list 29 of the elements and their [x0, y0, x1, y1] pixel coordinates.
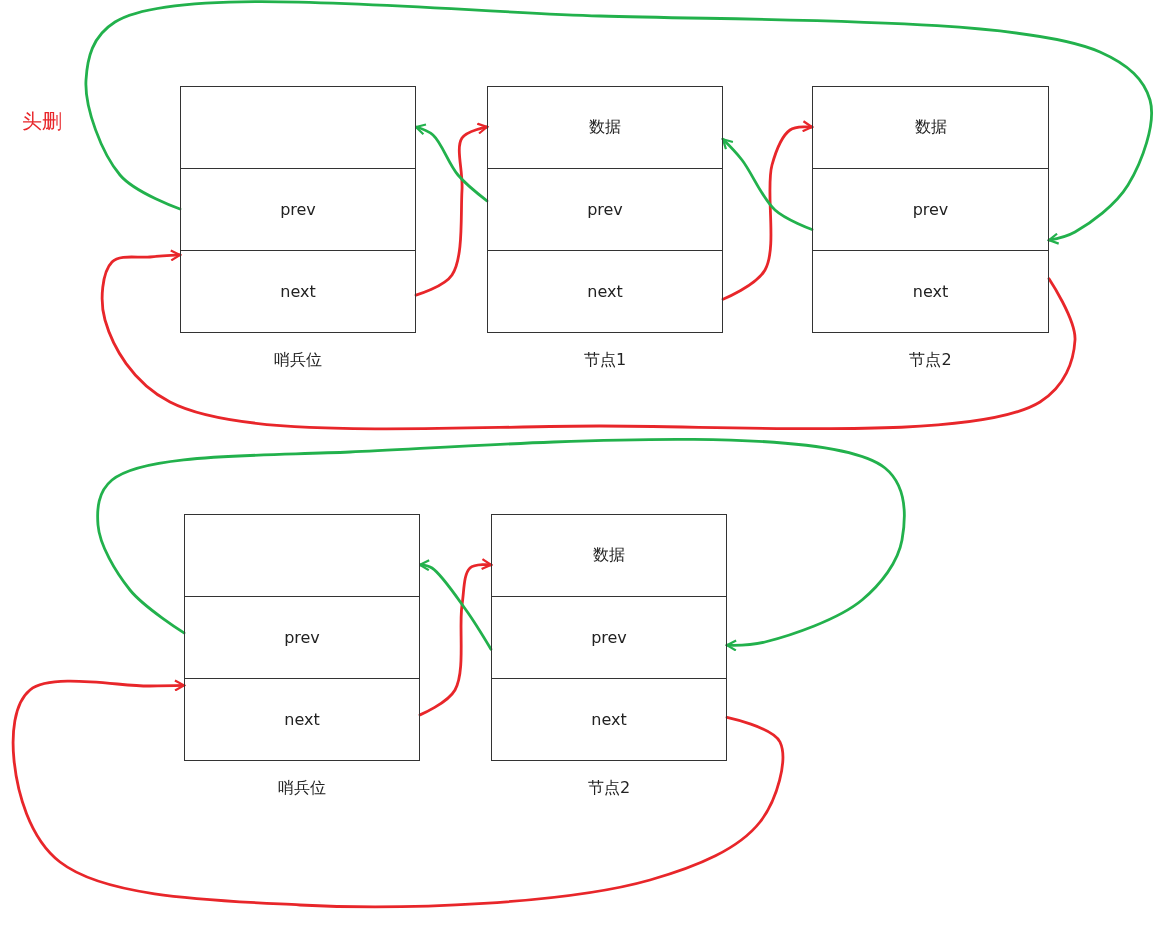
pointer-arrow — [11, 679, 785, 909]
node-caption: 节点2 — [587, 778, 631, 797]
pointer-arrow — [414, 122, 489, 297]
node-caption: 节点1 — [583, 350, 627, 369]
field-name: next — [587, 282, 623, 301]
node-caption: 节点2 — [909, 350, 952, 369]
field-name: 数据 — [593, 545, 625, 566]
field-name: prev — [912, 200, 949, 219]
field-name: next — [280, 282, 316, 301]
field-name: 数据 — [589, 117, 621, 138]
field-name: next — [912, 282, 949, 301]
pointer-arrow — [414, 123, 489, 203]
operation-label: 头删 — [22, 108, 62, 135]
field-name: next — [591, 710, 627, 729]
node-caption: 哨兵位 — [278, 778, 326, 797]
node-caption: 哨兵位 — [274, 350, 322, 369]
field-name: prev — [280, 200, 316, 219]
field-name: next — [284, 710, 320, 729]
pointer-arrow — [100, 249, 1077, 431]
pointer-arrow — [96, 438, 906, 652]
field-name: prev — [591, 628, 627, 647]
pointer-arrow — [84, 0, 1153, 245]
pointer-arrow — [418, 558, 493, 717]
field-name: prev — [587, 200, 623, 219]
field-name: prev — [284, 628, 320, 647]
pointer-arrow — [721, 120, 814, 301]
field-name: 数据 — [914, 117, 947, 138]
pointer-arrow — [418, 559, 493, 651]
pointer-arrow — [721, 137, 814, 231]
